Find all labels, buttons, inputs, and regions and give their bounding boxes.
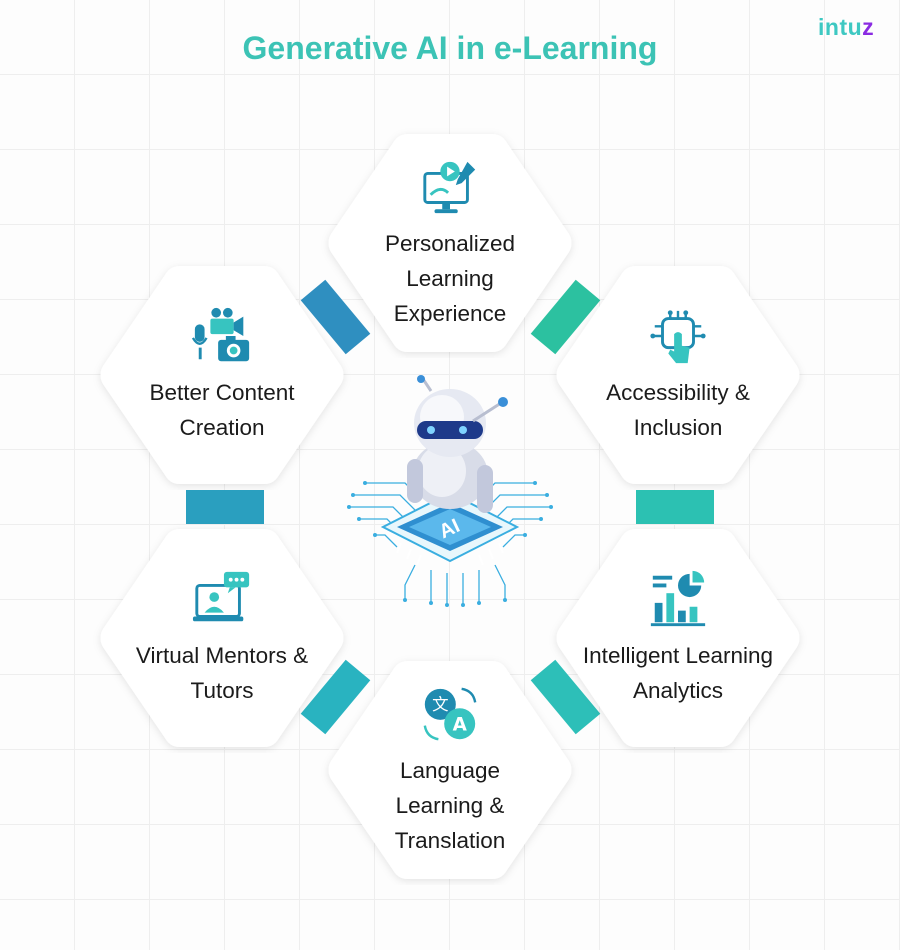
node-content-creation: Better Content Creation (92, 260, 352, 490)
node-accessibility-inclusion: Accessibility & Inclusion (548, 260, 808, 490)
analytics-chart-icon (650, 570, 706, 627)
connector-top-left (300, 279, 371, 355)
connector-right (636, 490, 714, 524)
node-label: Accessibility & Inclusion (606, 380, 750, 440)
translate-icon: 文 A (423, 687, 477, 740)
node-intelligent-analytics: Intelligent Learning Analytics (548, 523, 808, 753)
node-label: Personalized Learning Experience (384, 230, 516, 326)
node-personalized-learning: Personalized Learning Experience (320, 128, 580, 358)
chip-base (380, 491, 520, 566)
node-label: Virtual Mentors & Tutors (135, 643, 309, 703)
ai-robot-illustration: AI (347, 375, 553, 607)
node-virtual-mentors: Virtual Mentors & Tutors (92, 523, 352, 753)
connector-top-right (530, 279, 601, 355)
chip-touch-icon (650, 310, 706, 364)
robot-body (407, 375, 508, 513)
node-label: Intelligent Learning Analytics (582, 643, 774, 703)
svg-text:文: 文 (432, 695, 448, 714)
media-creation-icon (191, 307, 250, 362)
page-title: Generative AI in e-Learning (242, 30, 658, 66)
node-language-translation: 文 A Language Learning & Translation (320, 655, 580, 885)
connector-left (186, 490, 264, 524)
monitor-play-icon (423, 161, 476, 213)
svg-text:A: A (453, 714, 468, 735)
circuit-nodes (347, 481, 553, 607)
virtual-tutor-icon (192, 571, 250, 622)
intuz-logo: intuz (818, 14, 875, 40)
connector-bottom-right (530, 659, 601, 735)
node-label: Language Learning & Translation (394, 757, 506, 853)
connector-bottom-left (300, 659, 371, 735)
node-label: Better Content Creation (149, 380, 295, 440)
